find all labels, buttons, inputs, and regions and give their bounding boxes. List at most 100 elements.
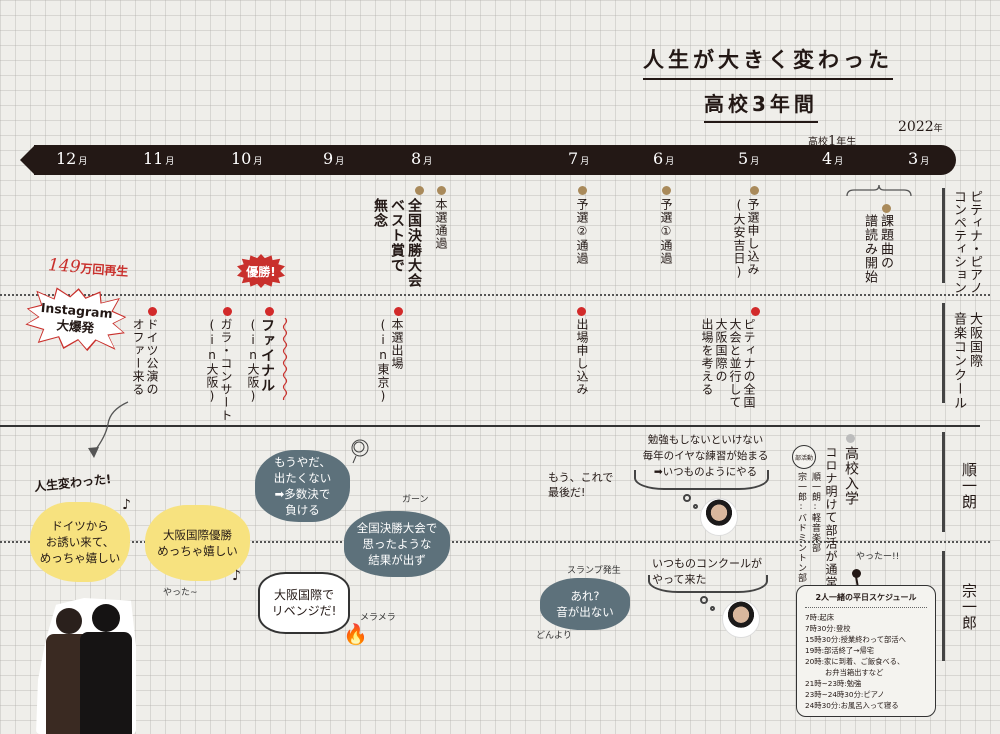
row-bar-osaka (942, 303, 945, 403)
schedule-item: 19時:部活終了→帰宅 (805, 646, 874, 655)
bubble-dont-want: もうやだ、出たくない➡多数決で負ける (255, 450, 350, 522)
event-dot (577, 307, 586, 316)
schedule-item: 15時30分:授業終わって部活へ (805, 635, 906, 644)
schedule-item: お弁当箱出すなど (825, 668, 884, 677)
event-dot (394, 307, 403, 316)
event-dot (265, 307, 274, 316)
schedule-item: 21時~23時:勉強 (805, 679, 862, 688)
so-club: 宗一郎:バドミントン部 (796, 472, 806, 583)
thought-circle (710, 606, 715, 611)
row-label-soichiro: 宗一郎 (960, 583, 978, 631)
yatta-2-label: やったー!! (856, 552, 900, 562)
event-honsen-tsuka: 本選通過 (434, 198, 448, 250)
event-dot (148, 307, 157, 316)
grade-number: 1 (828, 134, 837, 149)
slump-label: スランプ発生 (567, 566, 621, 576)
schedule-item: 23時~24時30分:ピアノ (805, 690, 885, 699)
curved-arrow-icon (88, 401, 129, 458)
views-count: 149万回再生 (47, 255, 129, 279)
row-label-osaka: 大阪国際音楽コンクール (951, 312, 982, 410)
event-yosen-apply: 予選申し込み(大安吉日) (732, 198, 760, 280)
event-parallel-consider: ピティナの全国大会と並行して大阪国際の出場を考える (700, 318, 756, 409)
event-yosen-1: 予選①通過 (659, 198, 673, 265)
row-bar-petina (942, 188, 945, 283)
study-thought: 勉強もしないといけない毎年のイヤな練習が始まる➡いつものようにやる (642, 434, 769, 478)
donyori-label: どんより (536, 631, 572, 641)
thought-line (634, 470, 769, 490)
schedule-card: 2人一緒の平日スケジュール 7時:起床 7時30分:登校 15時30分:授業終わ… (796, 585, 936, 717)
row-divider-dotted-1 (0, 294, 990, 296)
scribble-icon (351, 439, 369, 464)
avatar-junichiro (700, 498, 738, 536)
row-divider-dotted-2 (0, 541, 990, 543)
avatar-soichiro (722, 600, 760, 638)
bubble-no-sound: あれ?音が出ない (540, 578, 630, 630)
music-note-icon: ♪ (232, 568, 241, 584)
year-suffix: 年 (933, 124, 943, 134)
row-bar-junichiro (942, 432, 945, 532)
club-badge: 部活動 (792, 445, 816, 469)
schedule-title: 2人一緒の平日スケジュール (805, 592, 927, 608)
event-dot (882, 204, 891, 213)
club-normal: コロナ明けて部活が通常に (824, 446, 838, 602)
grade-label: 高校1年生 (808, 133, 856, 149)
bubble-osaka-win: 大阪国際優勝めっちゃ嬉しい (145, 505, 250, 581)
last-time-label: もう、これで最後だ! (548, 471, 614, 499)
music-note-icon: ♪ (122, 497, 131, 513)
winner-badge: 優勝! (237, 254, 285, 288)
event-yosen-2: 予選②通過 (575, 198, 589, 265)
flame-icon: 🔥 (343, 622, 368, 646)
thought-circle (700, 596, 708, 604)
pin-icon (852, 569, 861, 578)
event-honsen-tokyo: 本選出場(in東京) (376, 318, 404, 404)
brothers-photo (36, 598, 136, 734)
event-dot (578, 186, 587, 195)
event-dot (751, 307, 760, 316)
schedule-item: 7時30分:登校 (805, 624, 851, 633)
event-final: ファイナル(in大阪) (246, 318, 275, 404)
wavy-underline-icon (282, 318, 288, 400)
row-divider-solid (0, 425, 980, 427)
event-score-reading: 課題曲の譜読み開始 (862, 214, 893, 284)
event-dot (846, 434, 855, 443)
event-dot (415, 186, 424, 195)
year-number: 2022 (898, 119, 934, 135)
schedule-item: 20時:家に到着、ご飯食べる、 (805, 657, 905, 666)
yatta-label: やった~ (163, 588, 198, 598)
jun-club: 順一朗:軽音楽部 (810, 472, 820, 553)
bubble-revenge: 大阪国際でリベンジだ! (258, 572, 350, 634)
grade-suffix: 年生 (836, 137, 857, 148)
thought-line (648, 575, 768, 593)
schedule-item: 7時:起床 (805, 613, 834, 622)
page-title: 人生が大きく変わった (643, 44, 893, 80)
bubble-national-result: 全国決勝大会で思ったような結果が出ず (344, 511, 450, 577)
schedule-item: 24時30分:お風呂入って寝る (805, 701, 899, 710)
bubble-germany: ドイツからお誘い来て、めっちゃ嬉しい (30, 502, 130, 582)
event-dot (223, 307, 232, 316)
event-germany-offer: ドイツ公演のオファー来る (131, 318, 159, 396)
grade-prefix: 高校 (808, 137, 828, 148)
timeline-bar (34, 145, 956, 175)
event-osaka-apply: 出場申し込み (575, 318, 589, 396)
row-label-petina: ピティナ・ピアノコンペティション (951, 190, 982, 294)
event-dot (750, 186, 759, 195)
event-dot (662, 186, 671, 195)
page-subtitle: 高校3年間 (704, 88, 818, 123)
school-entry: 高校入学 (843, 446, 859, 506)
bracket-icon (846, 185, 912, 197)
thought-circle (693, 504, 698, 509)
gaan-label: ガーン (402, 495, 429, 505)
event-gala-concert: ガラ・コンサート(in大阪) (205, 318, 233, 422)
year-label: 2022年 (898, 119, 943, 135)
row-bar-soichiro (942, 551, 945, 661)
